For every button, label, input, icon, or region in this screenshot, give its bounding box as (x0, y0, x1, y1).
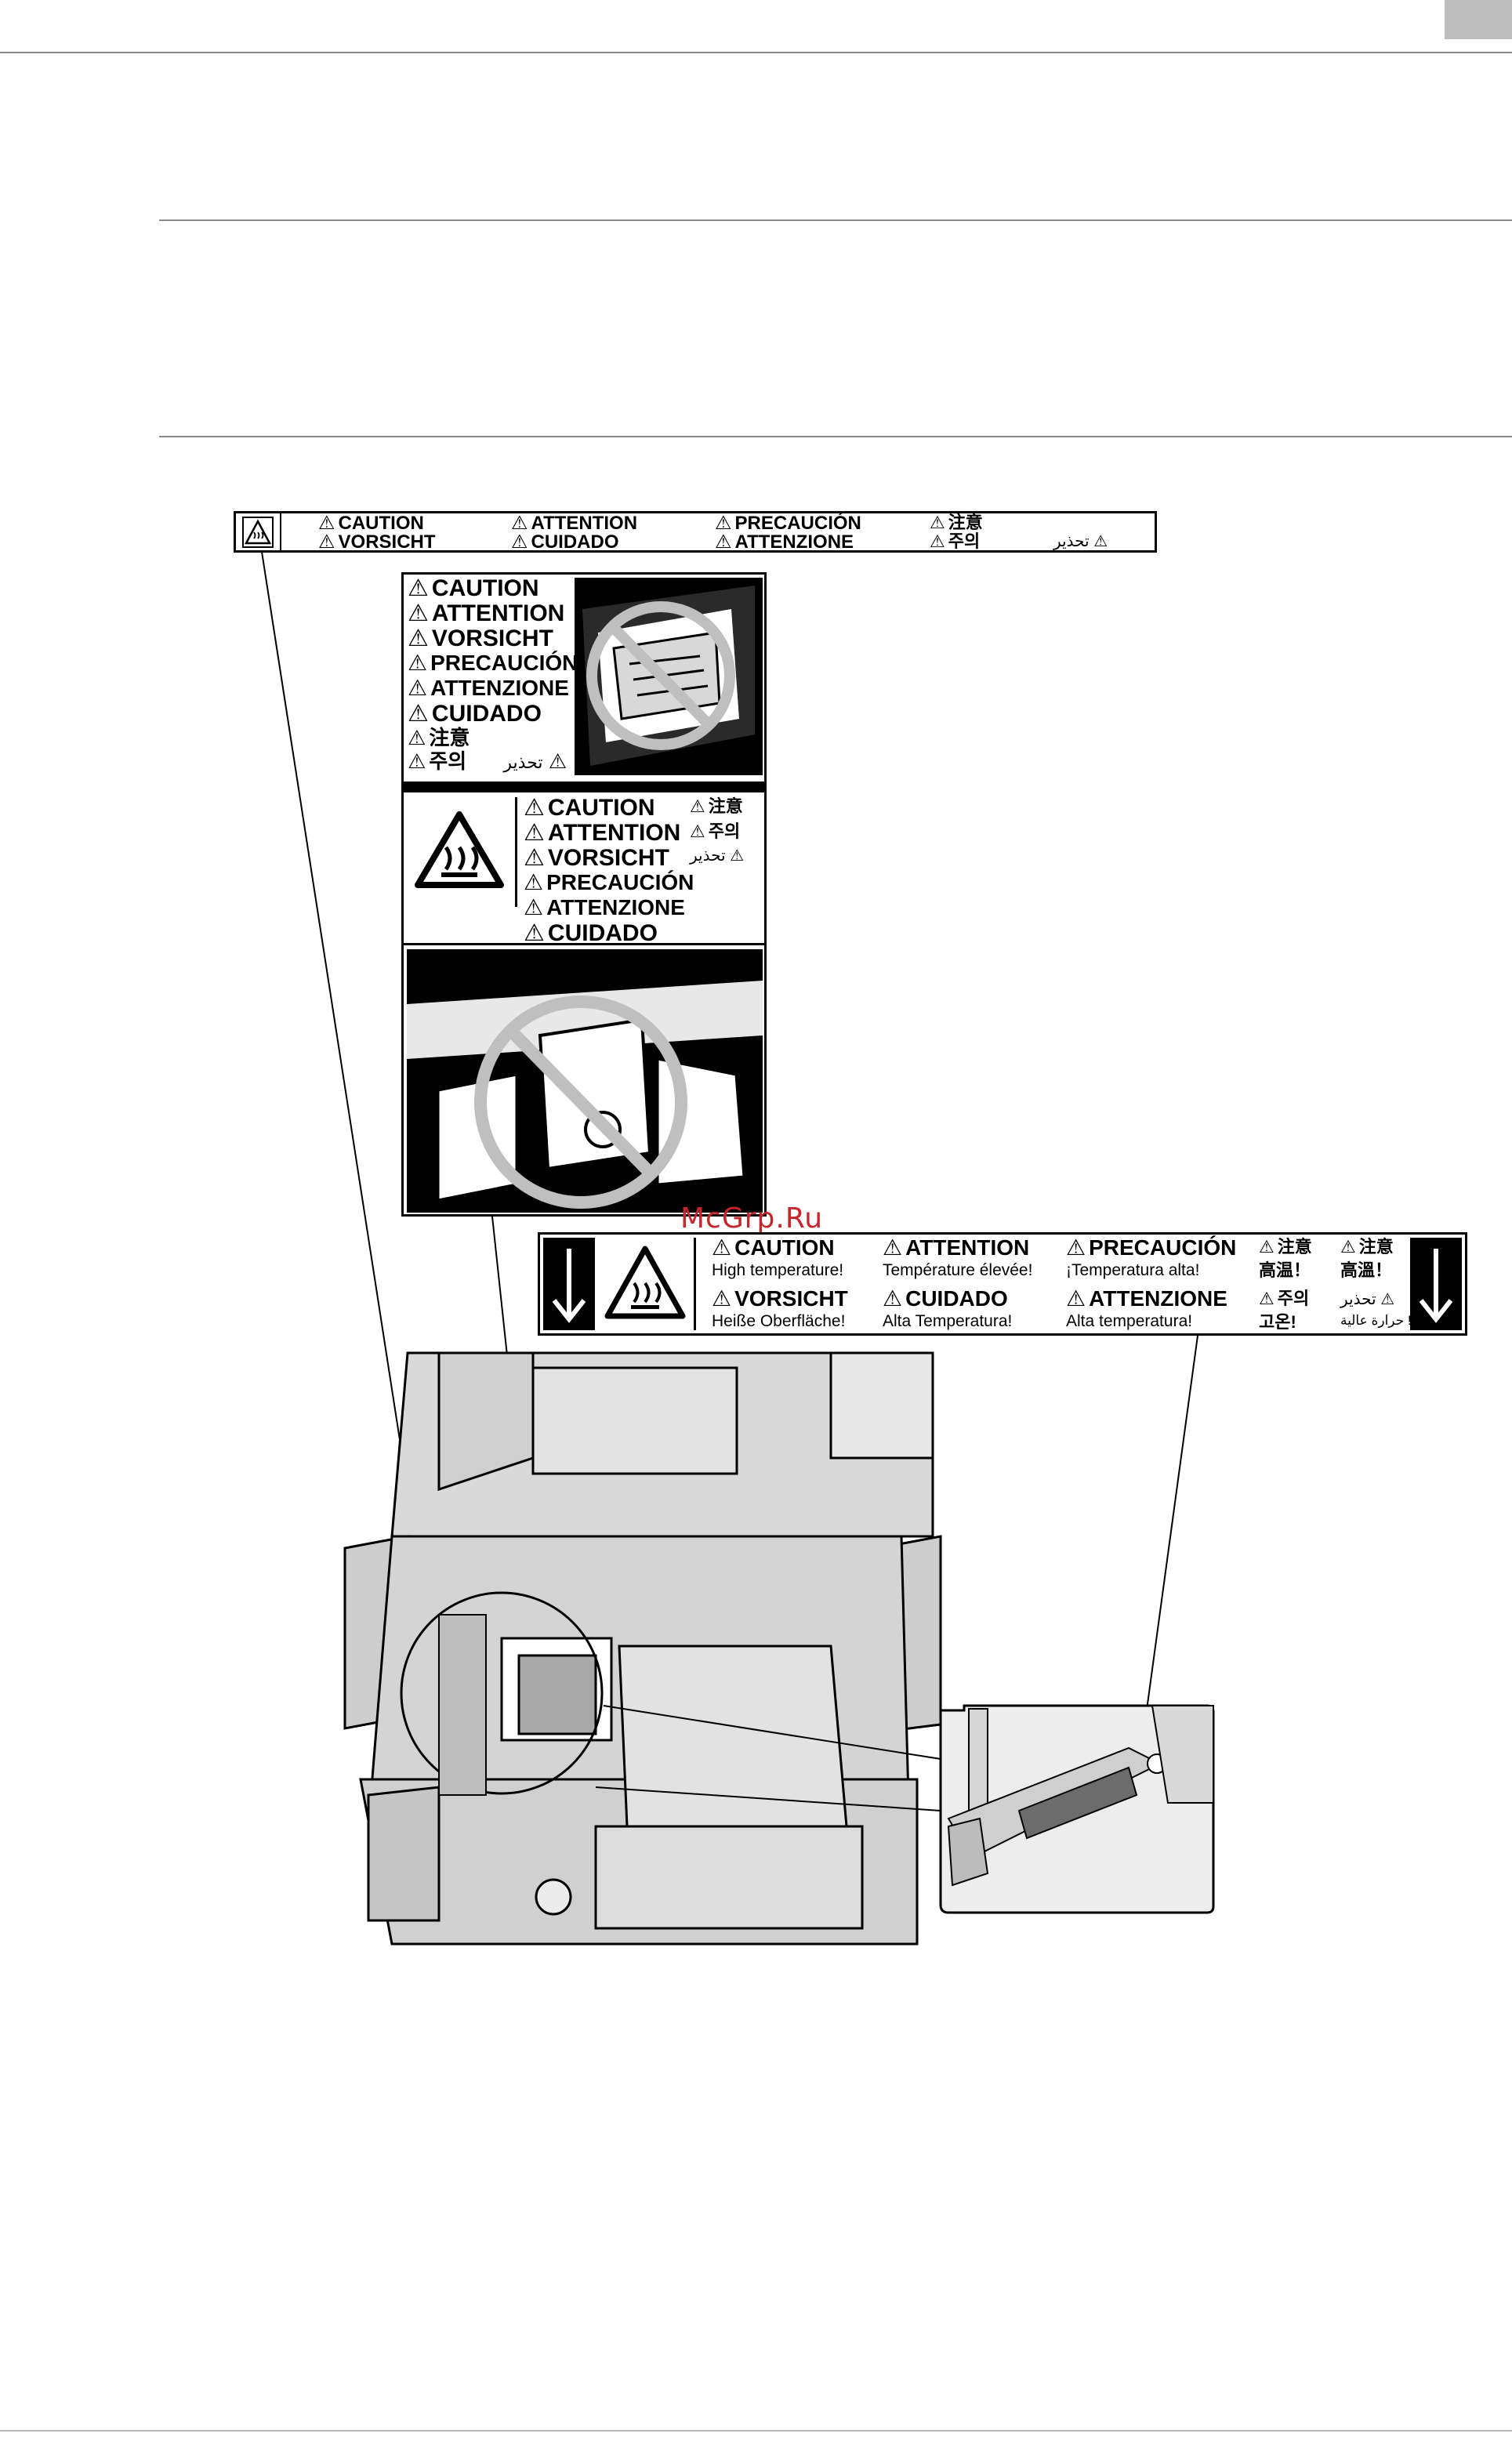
no-hands-fuser-illustration (407, 949, 763, 1213)
section-rule-2 (159, 436, 1512, 437)
warning-word: ⚠VORSICHT (524, 845, 669, 871)
page-tab-marker (1445, 0, 1512, 39)
strip-divider (280, 513, 281, 550)
warning-word: ⚠ATTENZIONE (408, 676, 569, 700)
hot-surface-icon (242, 517, 274, 548)
warning-word: ⚠PRECAUCIÓN (408, 651, 578, 675)
strip-row2-word: ⚠주의 (930, 531, 981, 551)
down-arrow-icon (543, 1238, 595, 1330)
lower-warning-list: ⚠CAUTION ⚠ATTENTION ⚠VORSICHT ⚠PRECAUCIÓ… (524, 796, 694, 945)
warning-word: ⚠주의 (690, 821, 741, 841)
temp-col-5: ⚠注意 高溫！ تحذير ⚠ حرارة عالية ! (1340, 1237, 1412, 1328)
warning-word: ⚠CUIDADO (524, 920, 658, 946)
strip-row1-word: ⚠PRECAUCIÓN (715, 513, 861, 534)
caution-strip-label (234, 511, 1157, 553)
large-caution-label (401, 572, 767, 1217)
strip-row2-word: تحذير ⚠ (1053, 533, 1108, 550)
warning-word: ⚠PRECAUCIÓN (524, 870, 694, 894)
warning-word: ⚠CAUTION (408, 575, 539, 601)
lower-divider (404, 943, 764, 945)
strip-row1-word: ⚠CAUTION (318, 513, 424, 534)
warning-word: ⚠ATTENZIONE (524, 895, 685, 919)
temp-col-2: ⚠ATTENTION Température élevée! ⚠CUIDADO … (883, 1235, 1033, 1330)
section-rule-1 (159, 219, 1512, 221)
warning-word: تحذير ⚠ (690, 847, 745, 865)
warning-word: ⚠주의 تحذير ⚠ (408, 749, 567, 773)
strip-row1-word: ⚠ATTENTION (511, 513, 638, 534)
strip-row1-word: ⚠注意 (930, 513, 983, 532)
warning-word: ⚠ATTENTION (408, 600, 565, 626)
warning-word: ⚠CAUTION (524, 795, 655, 821)
upper-warning-list: ⚠CAUTION ⚠ATTENTION ⚠VORSICHT ⚠PRECAUCIÓ… (408, 575, 578, 773)
lower-side-list: ⚠注意 ⚠주의 تحذير ⚠ (690, 796, 745, 865)
down-arrow-icon (1410, 1238, 1462, 1330)
temp-col-1: ⚠CAUTION High temperature! ⚠VORSICHT Hei… (712, 1235, 848, 1330)
no-hands-upper-illustration (575, 578, 763, 775)
hot-surface-icon (407, 797, 517, 907)
warning-word: ⚠ATTENTION (524, 820, 681, 846)
label-band (404, 782, 764, 792)
warning-word: ⚠注意 (690, 796, 743, 816)
header-rule (0, 52, 1512, 53)
warning-word: ⚠CUIDADO (408, 701, 542, 727)
strip-row2-word: ⚠ATTENZIONE (715, 531, 854, 553)
hot-surface-icon (600, 1238, 696, 1330)
warning-word: ⚠注意 (408, 726, 470, 749)
temp-col-3: ⚠PRECAUCIÓN ¡Temperatura alta! ⚠ATTENZIO… (1066, 1235, 1237, 1330)
footer-rule (0, 2430, 1512, 2432)
watermark: McGrp.Ru (680, 1202, 824, 1235)
high-temperature-label (538, 1232, 1467, 1336)
strip-row2-word: ⚠VORSICHT (318, 531, 436, 553)
temp-col-4: ⚠注意 高温！ ⚠주의 고온! (1259, 1237, 1312, 1332)
strip-row2-word: ⚠CUIDADO (511, 531, 619, 553)
warning-word: ⚠VORSICHT (408, 626, 553, 651)
